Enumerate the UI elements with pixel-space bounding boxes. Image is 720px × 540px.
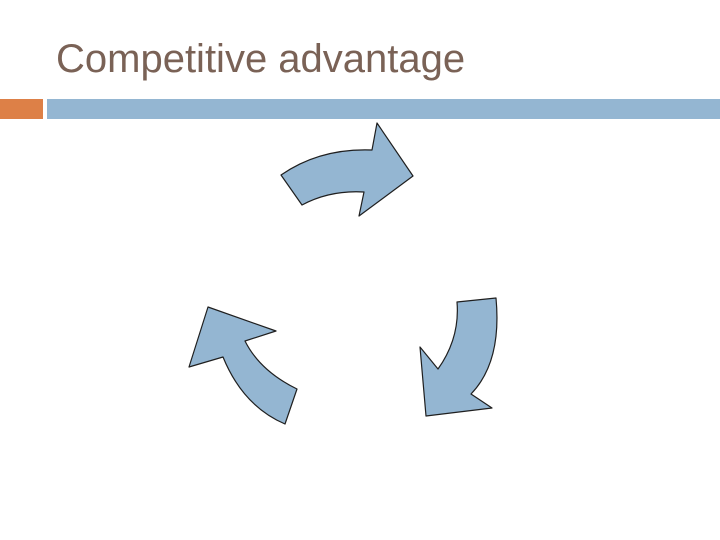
title-bar-line <box>47 99 720 119</box>
slide-title: Competitive advantage <box>56 37 466 81</box>
title-bar-accent <box>0 99 43 119</box>
cycle-arrow-bottom-left-icon <box>188 306 298 425</box>
cycle-arrow-bottom-right-icon <box>419 297 498 417</box>
cycle-arrow-top-icon <box>280 122 414 217</box>
